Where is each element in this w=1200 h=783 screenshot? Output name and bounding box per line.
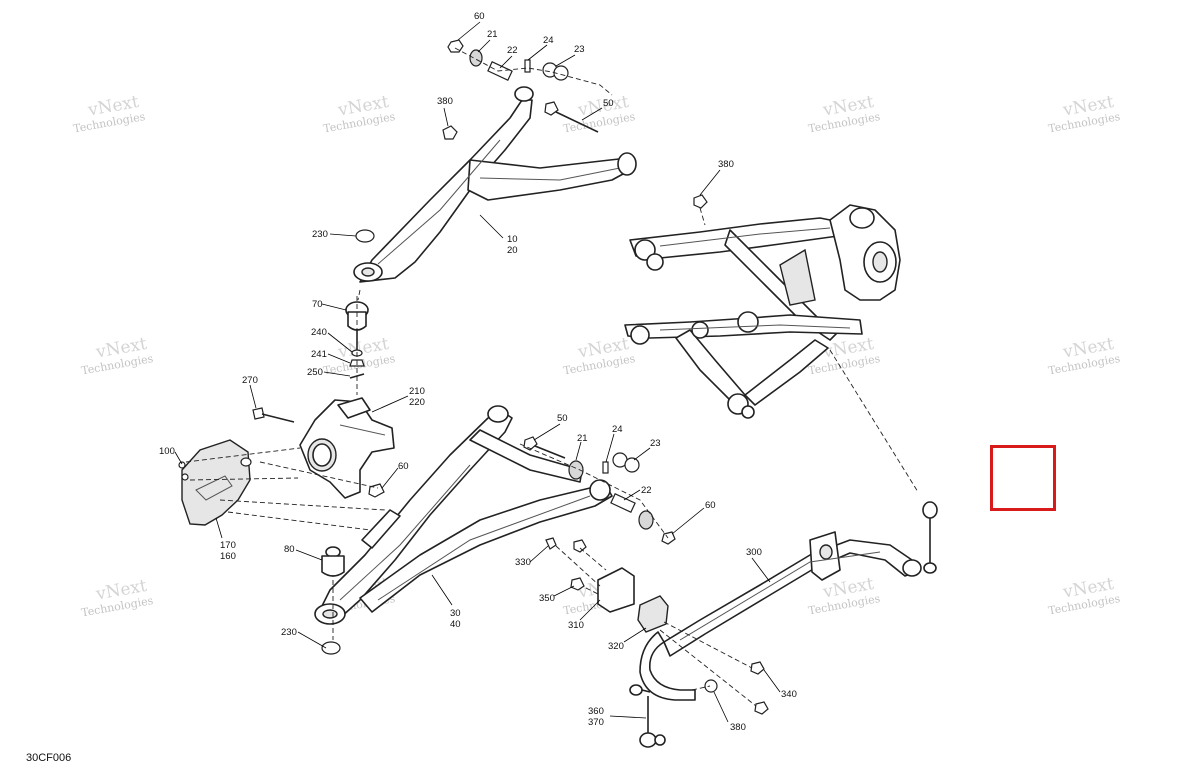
callout-170: 170 (220, 540, 236, 551)
middle-hardware (523, 436, 676, 545)
callout-380: 380 (437, 96, 453, 107)
callout-230: 230 (281, 627, 297, 638)
callout-80: 80 (284, 544, 295, 555)
nut-380-top[interactable] (442, 125, 458, 140)
callout-210: 210 (409, 386, 425, 397)
sway-bar-link-lower[interactable] (629, 684, 666, 748)
grease-fitting-24-top[interactable] (524, 59, 531, 73)
callout-380: 380 (718, 159, 734, 170)
nut-330-top[interactable] (573, 539, 587, 553)
callout-380: 380 (730, 722, 746, 733)
callout-21: 21 (487, 29, 498, 40)
callout-21: 21 (577, 433, 588, 444)
callout-100: 100 (159, 446, 175, 457)
callout-230: 230 (312, 229, 328, 240)
nut-60-top[interactable] (447, 39, 464, 53)
callout-60: 60 (705, 500, 716, 511)
bolt-shaft-50-mid (534, 445, 566, 459)
callout-10: 10 (507, 234, 518, 245)
callout-241: 241 (311, 349, 327, 360)
callout-270: 270 (242, 375, 258, 386)
screw-100b[interactable] (181, 473, 189, 481)
callout-60: 60 (474, 11, 485, 22)
callout-330: 330 (515, 557, 531, 568)
shield-dash-lines (185, 447, 386, 531)
callout-300: 300 (746, 547, 762, 558)
callout-40: 40 (450, 619, 461, 630)
callout-70: 70 (312, 299, 323, 310)
bolt-340a[interactable] (750, 661, 765, 675)
callout-labels: 60 21 22 24 23 380 50 380 230 10 20 70 2… (159, 11, 797, 733)
callout-50: 50 (603, 98, 614, 109)
callout-350: 350 (539, 593, 555, 604)
screw-100a[interactable] (178, 461, 186, 469)
callout-30: 30 (450, 608, 461, 619)
brake-shield[interactable] (181, 439, 252, 526)
bolt-270[interactable] (252, 407, 265, 420)
nut-60-mid[interactable] (661, 531, 676, 545)
clamp-hardware (545, 537, 769, 715)
bushing-21-mid[interactable] (568, 460, 584, 480)
steering-knuckle[interactable] (299, 397, 395, 499)
lower-a-arm[interactable] (314, 405, 613, 625)
callout-23: 23 (650, 438, 661, 449)
callout-250: 250 (307, 367, 323, 378)
bolt-270-shaft (261, 413, 295, 423)
sleeve-22-mid[interactable] (610, 493, 636, 513)
dash-lower-pivot (519, 443, 669, 539)
leader-lines (174, 21, 781, 723)
upper-dash-lines (357, 47, 613, 301)
bolt-340b[interactable] (754, 701, 769, 715)
bolt-shaft-50-top (555, 111, 599, 133)
callout-220: 220 (409, 397, 425, 408)
bushing-21-top[interactable] (469, 49, 483, 67)
clamp-310[interactable] (597, 567, 635, 613)
bushing-320[interactable] (637, 595, 669, 633)
callout-24: 24 (612, 424, 623, 435)
nut-380-bottom[interactable] (704, 679, 718, 693)
callout-370: 370 (588, 717, 604, 728)
trailing-arm-assembly[interactable] (624, 204, 901, 419)
upper-ball-joint-70[interactable] (345, 301, 369, 350)
dash-link-to-arm (829, 349, 919, 493)
highlight-selection-box[interactable] (990, 445, 1056, 511)
washer-23b-mid[interactable] (624, 457, 640, 473)
sway-bar-link-upper[interactable] (922, 501, 938, 574)
callout-20: 20 (507, 245, 518, 256)
callout-360: 360 (588, 706, 604, 717)
nut-60-knuckle[interactable] (368, 483, 385, 498)
figure-code: 30CF006 (26, 752, 72, 764)
nut-380-trailing[interactable] (693, 194, 708, 209)
callout-240: 240 (311, 327, 327, 338)
callout-340: 340 (781, 689, 797, 700)
nut-350[interactable] (570, 577, 585, 591)
sway-bar[interactable] (639, 531, 922, 701)
bushing-21b-mid[interactable] (638, 510, 654, 530)
callout-22: 22 (641, 485, 652, 496)
callout-320: 320 (608, 641, 624, 652)
circlip-230-top[interactable] (355, 229, 375, 243)
bolt-head-50-top[interactable] (544, 101, 559, 116)
dash-380-trailing (699, 207, 706, 226)
upper-a-arm[interactable] (353, 86, 637, 283)
upper-hardware (355, 39, 599, 243)
callout-23: 23 (574, 44, 585, 55)
circlip-230-bottom[interactable] (321, 641, 341, 655)
callout-60: 60 (398, 461, 409, 472)
grease-fitting-24-mid[interactable] (602, 461, 609, 474)
callout-160: 160 (220, 551, 236, 562)
lower-ball-joint-80[interactable] (321, 546, 345, 577)
callout-22: 22 (507, 45, 518, 56)
callout-310: 310 (568, 620, 584, 631)
bolt-330[interactable] (545, 537, 557, 550)
clamp-dash-lines (555, 545, 757, 707)
callout-24: 24 (543, 35, 554, 46)
callout-50: 50 (557, 413, 568, 424)
